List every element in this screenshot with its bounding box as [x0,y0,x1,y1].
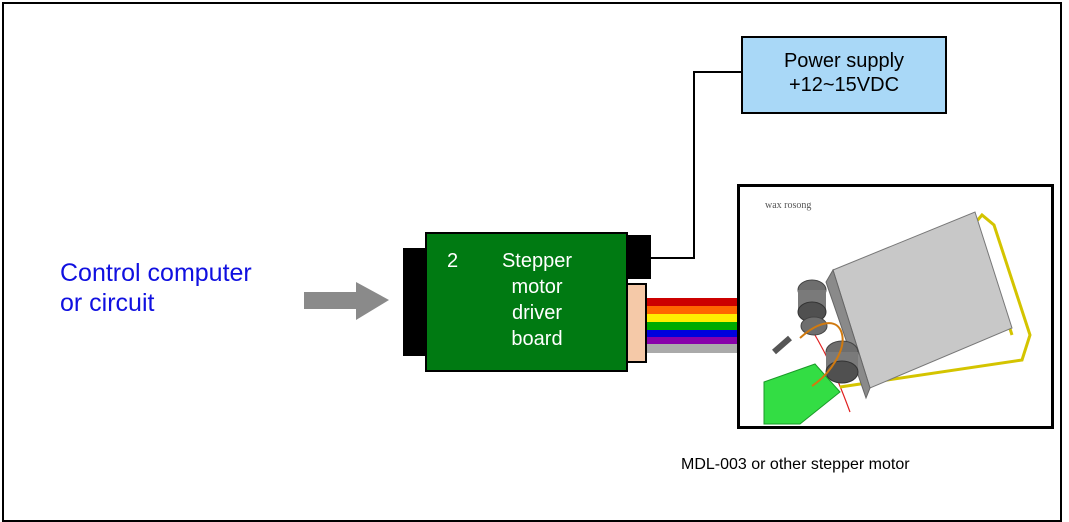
board-number: 2 [447,250,459,272]
input-connector [403,248,426,356]
motor-shaft [772,335,792,355]
motor-caption: MDL-003 or other stepper motor [681,456,910,473]
board-label: Stepper motor driver board [496,248,578,352]
diagram-lines [304,71,741,353]
power-connector [627,235,651,279]
control-line-2: or circuit [60,289,155,317]
orange-wire [799,322,844,387]
ribbon-cable [647,298,739,353]
board-label-line-2: motor [511,276,563,298]
stepper-motor-icon [763,211,1032,425]
board-label-line-4: board [511,328,563,350]
motor-photo-text: wax rosong [765,200,812,211]
control-computer-label: Control computer or circuit [60,258,252,318]
cylinder-2 [800,316,828,336]
control-line-1: Control computer [60,259,252,287]
driver-board [425,232,628,372]
power-supply-line-2: +12~15VDC [788,74,900,96]
board-label-line-3: driver [511,302,562,324]
right-arrow-icon [304,282,389,320]
power-wire [651,71,741,259]
board-label-line-1: Stepper [501,250,573,272]
power-supply-box: Power supply +12~15VDC [741,36,947,114]
power-supply-line-1: Power supply [783,50,905,72]
ribbon-header [626,283,647,363]
